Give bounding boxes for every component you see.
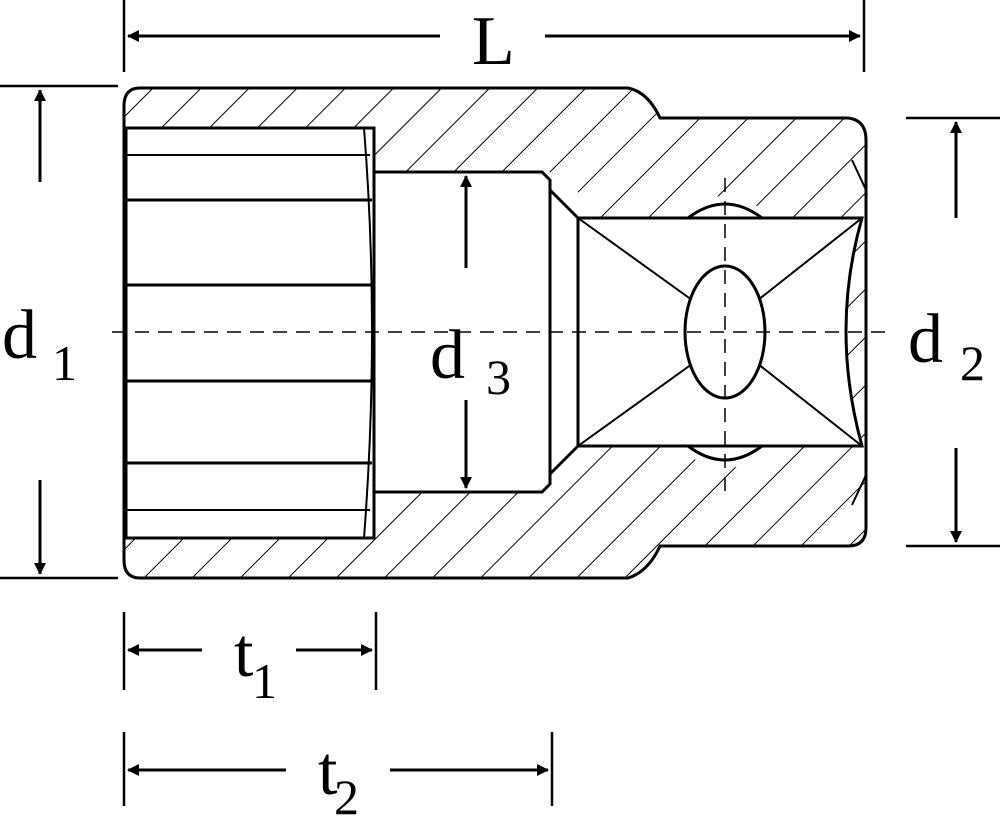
center-lines [112,178,890,492]
label-t1: t [234,615,254,692]
label-d2: d [908,301,943,378]
twelve-point-bore [124,126,376,540]
label-d1: d [2,297,37,374]
label-d1-sub: 1 [52,335,77,391]
dimension-arrows [34,30,962,776]
label-d3-sub: 3 [486,349,511,405]
socket-outline [122,86,868,580]
label-t1-sub: 1 [252,653,277,709]
label-L: L [472,3,515,80]
label-t2-sub: 2 [334,769,359,819]
label-t2: t [318,733,338,810]
label-d3: d [430,317,465,394]
label-d2-sub: 2 [960,335,985,391]
